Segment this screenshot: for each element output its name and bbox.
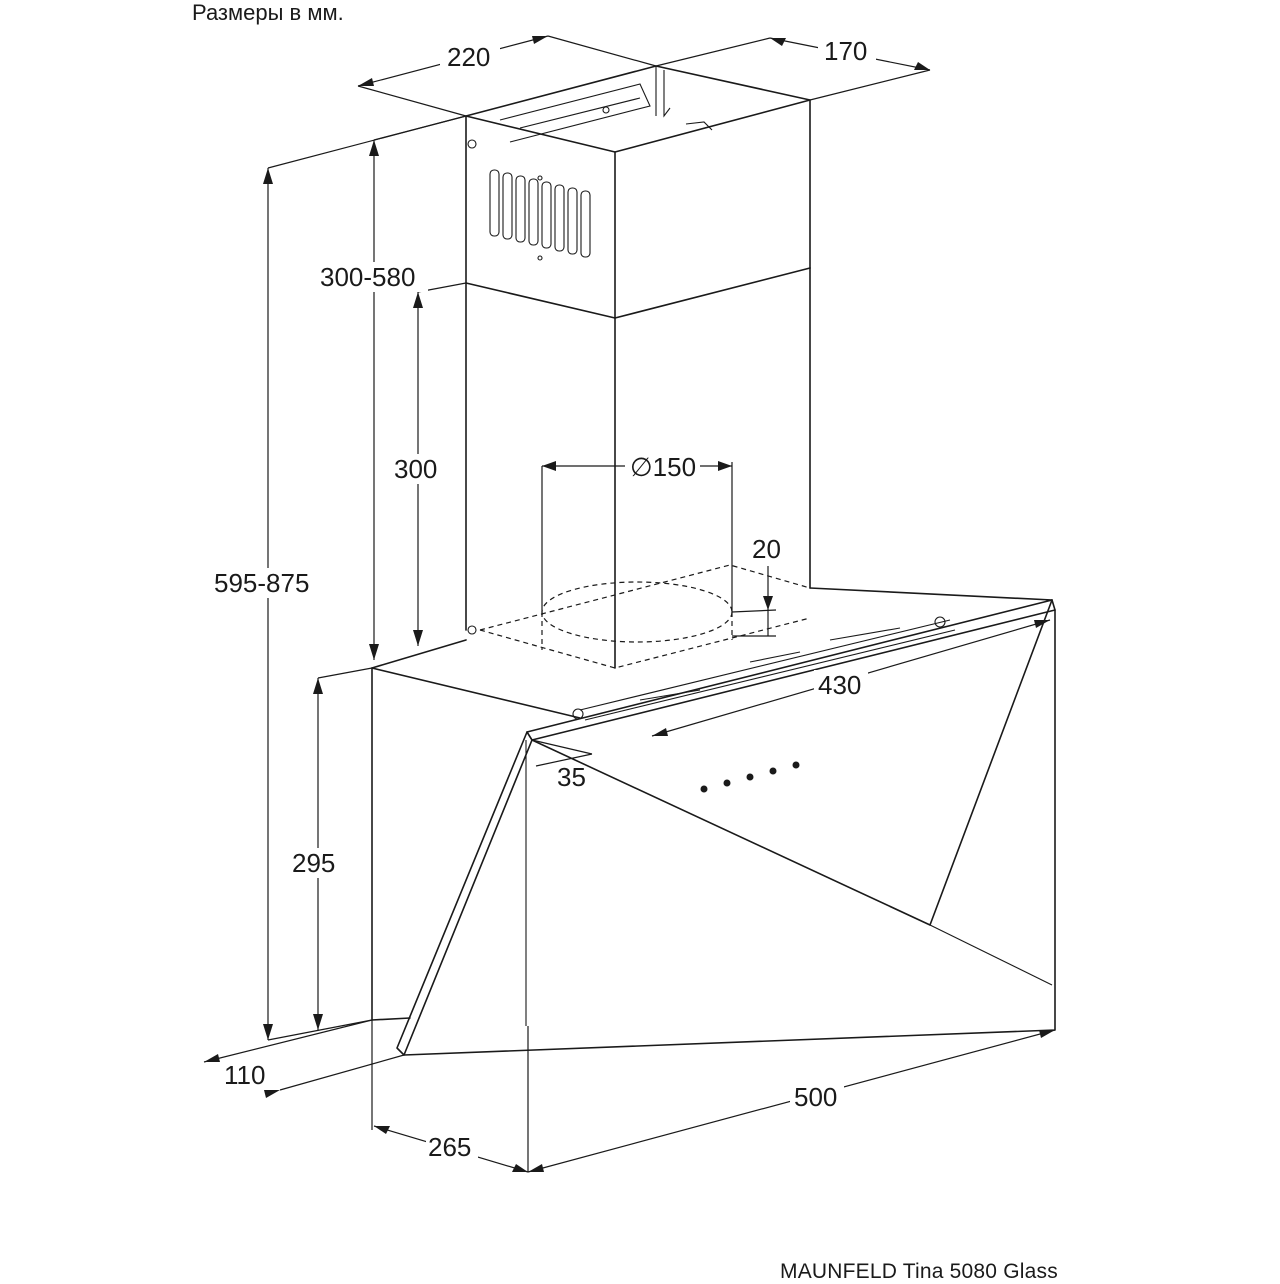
control-button-1 — [700, 785, 708, 793]
control-button-5 — [792, 761, 800, 769]
dim-chimney-height-range: 300-580 — [320, 262, 415, 292]
upper-chimney — [465, 65, 811, 319]
dim-body-width: 430 — [818, 670, 861, 700]
dim-lower-chimney-height: 300 — [394, 454, 437, 484]
control-button-2 — [723, 779, 731, 787]
hood-body — [371, 587, 1053, 1021]
dimension-lines — [203, 35, 1056, 1173]
model-caption: MAUNFELD Tina 5080 Glass — [780, 1260, 1058, 1283]
dim-overall-width: 500 — [794, 1082, 837, 1112]
dimension-labels: 220 170 300-580 595-875 300 ∅150 20 430 … — [212, 36, 876, 1162]
dimension-arrowheads — [204, 36, 1055, 1172]
dim-base-depth: 110 — [224, 1060, 265, 1090]
dim-glass-offset: 35 — [557, 762, 586, 792]
dim-body-height: 295 — [292, 848, 335, 878]
control-button-3 — [746, 773, 754, 781]
lower-chimney — [465, 267, 811, 669]
dim-chimney-depth: 170 — [824, 36, 867, 66]
control-panel — [700, 761, 800, 793]
dim-chimney-width: 220 — [447, 42, 490, 72]
outlet-pipe-hidden — [479, 564, 811, 669]
dim-outlet-diameter: ∅150 — [630, 452, 696, 482]
units-note: Размеры в мм. — [192, 0, 344, 25]
control-button-4 — [769, 767, 777, 775]
vent-slots — [489, 169, 591, 258]
glass-panel — [396, 599, 1056, 1056]
dim-overall-depth: 265 — [428, 1132, 471, 1162]
dim-outlet-offset: 20 — [752, 534, 781, 564]
dim-total-height-range: 595-875 — [214, 568, 309, 598]
